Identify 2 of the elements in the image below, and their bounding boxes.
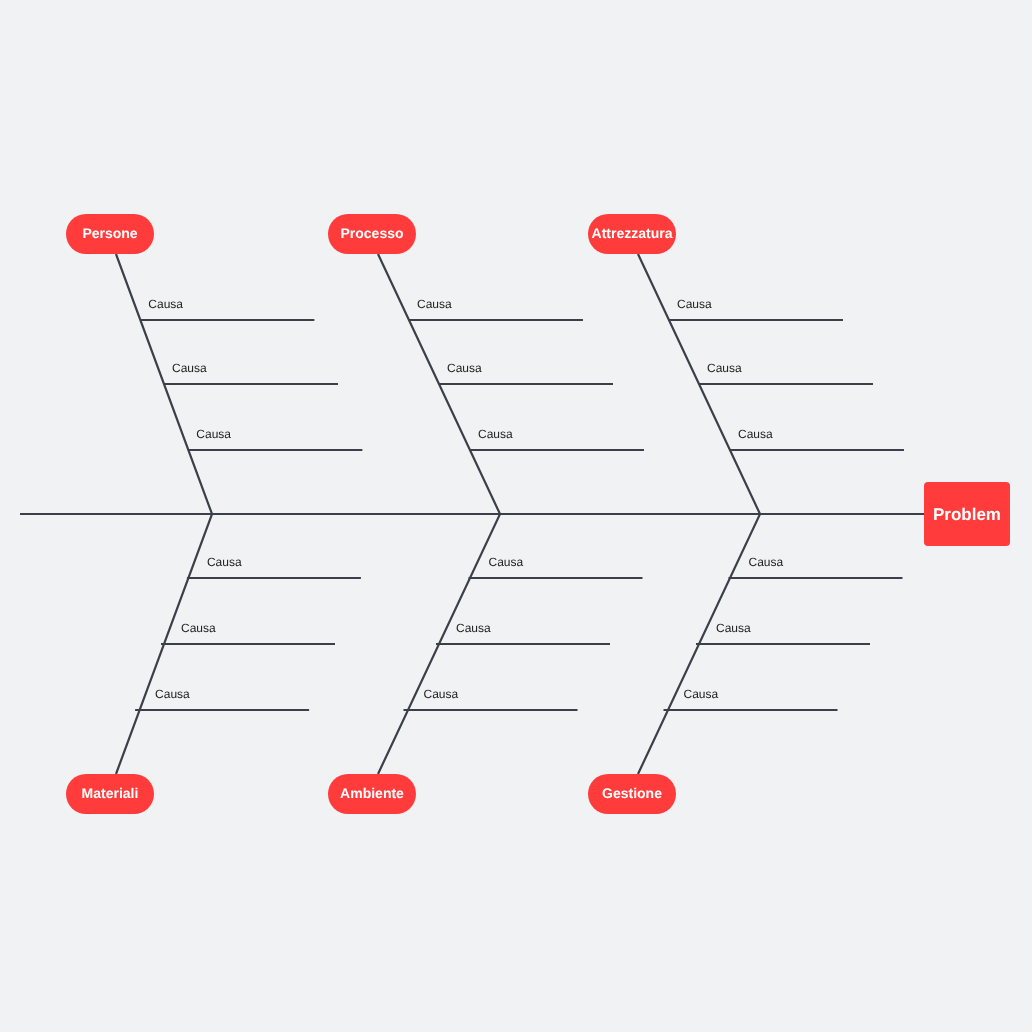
bone-line bbox=[637, 512, 924, 775]
problem-box: Problem bbox=[924, 482, 1010, 546]
